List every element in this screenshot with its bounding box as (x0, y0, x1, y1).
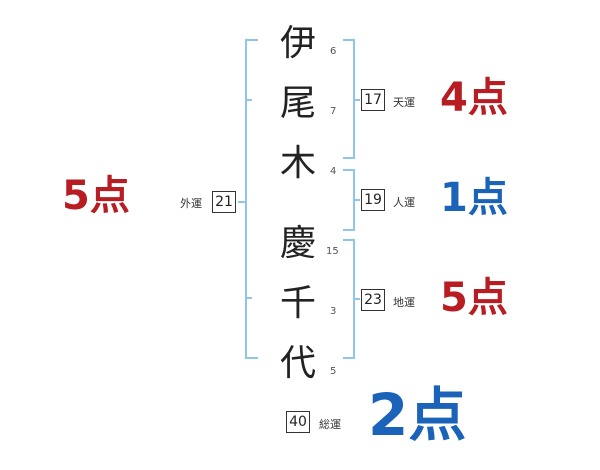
chiun-value-box: 23 (361, 289, 385, 311)
souun-value-box: 40 (286, 411, 310, 433)
tenun-value-box: 17 (361, 89, 385, 111)
souun-score: 2点 (368, 381, 467, 449)
stroke-count-3: 4 (330, 166, 337, 177)
outer-bracket (245, 39, 258, 359)
stroke-count-6: 5 (330, 366, 337, 377)
jinun-value-box: 19 (361, 189, 385, 211)
name-char-1: 伊 (279, 23, 316, 64)
name-char-3: 木 (279, 143, 316, 184)
gaiun-label: 外運 (180, 197, 202, 210)
jinun-score: 1点 (440, 175, 508, 221)
tenun-label: 天運 (393, 96, 415, 109)
stroke-count-1: 6 (330, 46, 337, 57)
jinun-label: 人運 (393, 196, 415, 209)
tenun-bracket (343, 39, 355, 159)
chiun-label: 地運 (393, 296, 415, 309)
stroke-count-2: 7 (330, 106, 337, 117)
chiun-bracket (343, 239, 355, 359)
chiun-score: 5点 (440, 275, 508, 321)
name-char-6: 代 (279, 343, 316, 384)
gaiun-value-box: 21 (212, 191, 236, 213)
souun-label: 総運 (319, 418, 341, 431)
tenun-score: 4点 (440, 75, 508, 121)
stroke-count-4: 15 (326, 246, 339, 257)
name-char-2: 尾 (279, 83, 316, 124)
name-char-4: 慶 (279, 223, 316, 264)
name-char-5: 千 (279, 283, 316, 324)
jinun-bracket (343, 169, 355, 231)
gaiun-score: 5点 (62, 173, 130, 219)
stroke-count-5: 3 (330, 306, 337, 317)
